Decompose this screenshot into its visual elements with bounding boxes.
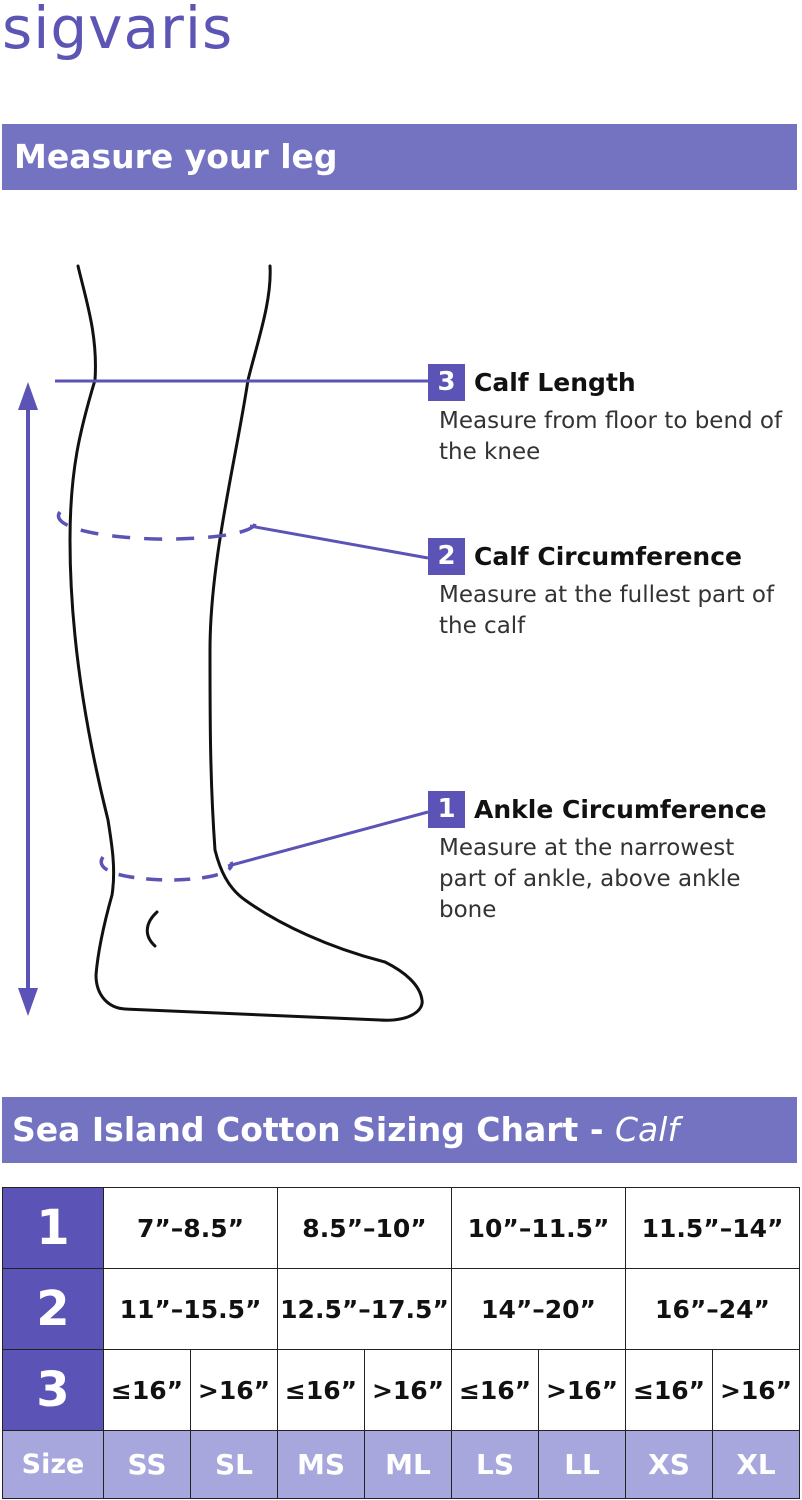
callout-description: Measure at the narrowest part of ankle, … [439,835,741,923]
table-cell: >16” [364,1349,453,1431]
callout-title: Ankle Circumference [474,794,767,824]
size-cell: MS [277,1430,366,1499]
table-row-calf: 2 11”–15.5” 12.5”–17.5” 14”–20” 16”–24” [2,1268,801,1350]
ankle-measure-ellipse [99,856,234,882]
table-cell: 10”–11.5” [451,1187,627,1269]
table-cell: 8.5”–10” [277,1187,453,1269]
size-cell: ML [364,1430,453,1499]
length-arrow-head-down [18,988,38,1016]
callout-calf-circumference: 2 Calf Circumference Measure at the full… [428,536,799,642]
size-cell: LL [538,1430,627,1499]
leg-diagram [18,264,429,1022]
callout-description: Measure at the fullest part of the calf [439,582,775,639]
size-cell: SS [103,1430,191,1499]
row-label: 1 [2,1187,104,1269]
ankle-bone-mark [145,910,159,948]
table-cell: ≤16” [625,1349,714,1431]
size-cell: SL [189,1430,279,1499]
sizing-title-italic: Calf [615,1110,680,1149]
table-cell: 12.5”–17.5” [277,1268,453,1350]
callout-description: Measure from floor to bend of the knee [439,408,783,465]
callout-number: 2 [428,537,465,575]
size-cell: XS [625,1430,714,1499]
table-cell: ≤16” [277,1349,366,1431]
table-cell: ≤16” [103,1349,191,1431]
table-row-ankle: 1 7”–8.5” 8.5”–10” 10”–11.5” 11.5”–14” [2,1187,801,1269]
sizing-table: 1 7”–8.5” 8.5”–10” 10”–11.5” 11.5”–14” 2… [2,1187,801,1499]
leg-outline [68,264,424,1022]
calf-circumference-pointer [249,524,429,560]
callout-ankle-circumference: 1 Ankle Circumference Measure at the nar… [428,789,769,926]
table-row-size: Size SS SL MS ML LS LL XS XL [2,1430,801,1499]
sizing-title: Sea Island Cotton Sizing Chart - [12,1110,616,1149]
measure-title: Measure your leg [14,137,338,176]
callout-title: Calf Length [474,367,636,397]
size-cell: LS [451,1430,540,1499]
table-cell: ≤16” [451,1349,540,1431]
measure-banner: Measure your leg [2,124,797,190]
row-label: 2 [2,1268,104,1350]
table-cell: 11”–15.5” [102,1268,279,1350]
sizing-banner: Sea Island Cotton Sizing Chart - Calf [2,1097,797,1163]
brand-logo: sigvaris [2,0,234,62]
table-row-length: 3 ≤16” >16” ≤16” >16” ≤16” >16” ≤16” >16… [2,1349,801,1431]
length-arrow-head-up [18,382,38,410]
callout-calf-length: 3 Calf Length Measure from floor to bend… [428,362,799,468]
callout-title: Calf Circumference [474,541,742,571]
ankle-circumference-pointer [227,810,429,868]
table-cell: 7”–8.5” [102,1187,279,1269]
table-cell: >16” [538,1349,627,1431]
size-cell: XL [712,1430,801,1499]
table-cell: >16” [712,1349,801,1431]
table-cell: 11.5”–14” [625,1187,801,1269]
table-cell: 14”–20” [451,1268,627,1350]
calf-measure-ellipse [56,510,257,541]
table-cell: 16”–24” [625,1268,801,1350]
table-cell: >16” [189,1349,279,1431]
row-label: 3 [2,1349,104,1431]
row-label: Size [2,1430,104,1499]
callout-number: 3 [428,363,465,401]
callout-number: 1 [428,790,465,828]
